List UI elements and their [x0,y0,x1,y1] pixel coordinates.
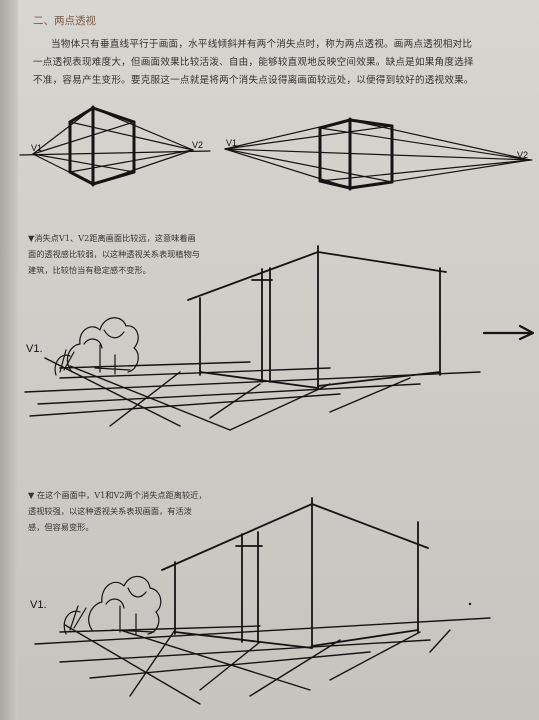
caption-line: ▼ 在这个画面中，V1和V2两个消失点距离较近， [28,490,207,500]
caption-line: 建筑，比较恰当有稳定感不变形。 [28,265,151,275]
caption-line: 透视较强，以这种透视关系表现画面，有活泼 [28,506,192,516]
caption-far-vanishing-points: ▼消失点V1、V2距离画面比较远，这意味着画 面的透视感比较弱，以这种透视关系表… [28,230,278,278]
vanishing-point-v1-label: V1 [226,138,238,148]
intro-paragraph: 当物体只有垂直线平行于画面，水平线倾斜并有两个消失点时，称为两点透视。画两点透视… [33,36,533,90]
vanishing-point-dot [468,602,472,606]
plant-cluster [63,575,162,635]
section-heading: 二、两点透视 [33,15,96,27]
building-frame [161,497,429,649]
caption-line: ▼消失点V1、V2距离画面比较远，这意味着画 [28,233,196,243]
ground-grid [34,617,491,705]
intro-line: 一点透视表现难度大，但画面效果比较活泼、自由，能够较直观地反映空间效果。缺点是如… [33,57,474,68]
caption-line: 面的透视感比较弱，以这种透视关系表现植物与 [28,249,200,259]
vanishing-point-v1-label: V1. [30,599,47,611]
box-edges-right [318,117,394,191]
intro-line: 当物体只有垂直线平行于画面，水平线倾斜并有两个消失点时，称为两点透视。画两点透视… [51,39,473,50]
caption-near-vanishing-points: ▼ 在这个画面中，V1和V2两个消失点距离较近， 透视较强，以这种透视关系表现画… [28,487,298,535]
arrow-icon [482,324,535,341]
box-edges-left [68,105,136,187]
vanishing-point-v1-label: V1. [26,343,43,355]
vanishing-point-v2-label: V2 [192,140,204,150]
page-binding-shadow [0,0,18,720]
vanishing-point-v1-label: V1 [31,143,43,153]
intro-line: 不准，容易产生变形。要克服这一点就是将两个消失点设得离画面较远处，以便得到较好的… [33,75,474,86]
vanishing-point-v2-label: V2 [517,150,529,160]
caption-line: 感，但容易变形。 [28,522,94,532]
building-frame [187,245,447,389]
plant-cluster [54,317,139,376]
